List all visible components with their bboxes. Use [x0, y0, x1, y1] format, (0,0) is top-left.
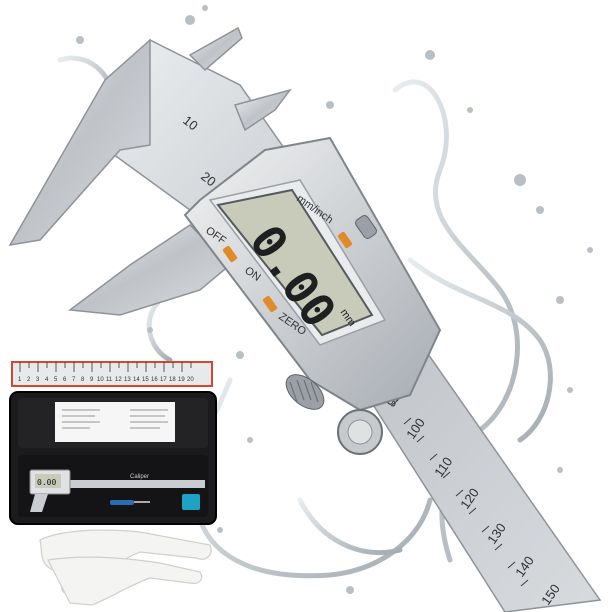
thumb-roller — [285, 374, 325, 410]
steel-ruler-number: 7 — [72, 377, 76, 383]
gloves — [39, 529, 212, 606]
steel-ruler-number: 18 — [169, 377, 176, 383]
steel-ruler-number: 4 — [45, 377, 49, 383]
off-button[interactable] — [222, 245, 238, 263]
moving-jaw — [68, 88, 292, 316]
steel-ruler-number: 11 — [106, 377, 113, 383]
steel-ruler-number: 9 — [90, 377, 94, 383]
case-caliper-reading: 0.00 — [37, 478, 56, 487]
steel-ruler-number: 5 — [54, 377, 58, 383]
storage-case: 0.00 Caliper — [9, 391, 217, 525]
steel-ruler-number: 2 — [27, 377, 31, 383]
zero-button[interactable] — [262, 295, 278, 313]
steel-ruler-number: 16 — [151, 377, 158, 383]
steel-ruler-number: 3 — [36, 377, 40, 383]
steel-ruler-number: 10 — [97, 377, 104, 383]
steel-ruler-number: 8 — [81, 377, 85, 383]
water-droplets — [76, 5, 593, 594]
screwdriver — [110, 500, 134, 505]
lock-screw — [337, 409, 383, 455]
steel-ruler-number: 20 — [187, 377, 194, 383]
steel-ruler-number: 6 — [63, 377, 67, 383]
mm-inch-button[interactable] — [337, 231, 353, 249]
steel-ruler-number: 19 — [178, 377, 185, 383]
top-screw — [355, 215, 377, 239]
lcd-screen — [216, 188, 374, 337]
case-label: Caliper — [130, 474, 149, 480]
steel-ruler-number: 13 — [124, 377, 131, 383]
steel-ruler-number: 17 — [160, 377, 167, 383]
steel-ruler-number: 1 — [18, 377, 22, 383]
steel-ruler: 1 2 3 4 5 6 7 8 9 10 11 12 13 14 15 16 1… — [11, 361, 213, 387]
steel-ruler-number: 15 — [142, 377, 149, 383]
battery — [182, 494, 200, 510]
steel-ruler-number: 12 — [115, 377, 122, 383]
steel-ruler-number: 14 — [133, 377, 140, 383]
fixed-jaw — [8, 26, 243, 247]
